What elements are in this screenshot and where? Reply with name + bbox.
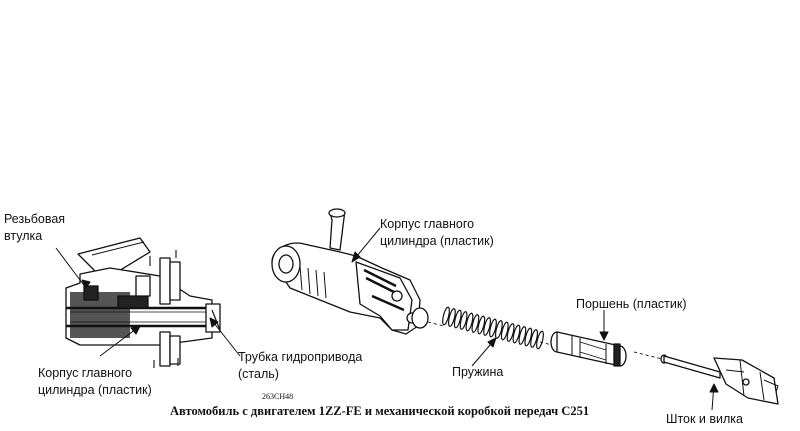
spring-coil bbox=[453, 309, 462, 329]
label-threaded-bushing-line2: втулка bbox=[4, 229, 43, 243]
spring-coil bbox=[506, 323, 515, 342]
spring-coil bbox=[477, 315, 486, 335]
spring-coil bbox=[530, 329, 539, 348]
spring-coil bbox=[489, 318, 497, 338]
label-cylinder-body-right-line2: цилиндра (пластик) bbox=[380, 234, 494, 248]
spring-coil bbox=[536, 330, 544, 350]
spring-coil bbox=[483, 317, 492, 336]
label-cylinder-body-right: Корпус главного цилиндра (пластик) bbox=[380, 216, 494, 250]
label-cylinder-body-right-line1: Корпус главного bbox=[380, 217, 475, 231]
label-cylinder-body-left: Корпус главного цилиндра (пластик) bbox=[38, 365, 152, 399]
spring-coil bbox=[500, 321, 509, 341]
label-cylinder-body-left-line1: Корпус главного bbox=[38, 366, 133, 380]
label-hydraulic-pipe-line2: (сталь) bbox=[238, 367, 279, 381]
leader-lines bbox=[55, 227, 719, 411]
label-rod-fork: Шток и вилка bbox=[666, 412, 744, 426]
spring-coil bbox=[459, 311, 468, 330]
spring-coil bbox=[447, 308, 456, 327]
label-hydraulic-pipe: Трубка гидропривода (сталь) bbox=[238, 349, 362, 383]
label-piston: Поршень (пластик) bbox=[576, 297, 687, 311]
label-cylinder-body-left-line2: цилиндра (пластик) bbox=[38, 383, 152, 397]
piston-part bbox=[550, 331, 627, 367]
figure-caption: Автомобиль с двигателем 1ZZ-FE и механич… bbox=[170, 404, 590, 418]
label-threaded-bushing-line1: Резьбовая bbox=[4, 212, 66, 226]
spring-coil bbox=[512, 324, 521, 344]
exploded-cylinder-body bbox=[271, 208, 429, 335]
spring-coil bbox=[465, 312, 474, 332]
cutaway-master-cylinder bbox=[65, 237, 221, 368]
rod-fork-part bbox=[660, 354, 779, 405]
spring-coil bbox=[494, 320, 503, 339]
spring-coil bbox=[471, 314, 480, 333]
label-spring: Пружина bbox=[452, 365, 504, 379]
label-hydraulic-pipe-line1: Трубка гидропривода bbox=[238, 350, 363, 364]
spring-coil bbox=[524, 327, 533, 347]
label-threaded-bushing: Резьбовая втулка bbox=[4, 211, 65, 245]
spring-part bbox=[442, 306, 544, 350]
spring-coil bbox=[518, 326, 527, 345]
figure-code: 263CH48 bbox=[262, 392, 294, 401]
spring-coil bbox=[442, 306, 450, 326]
